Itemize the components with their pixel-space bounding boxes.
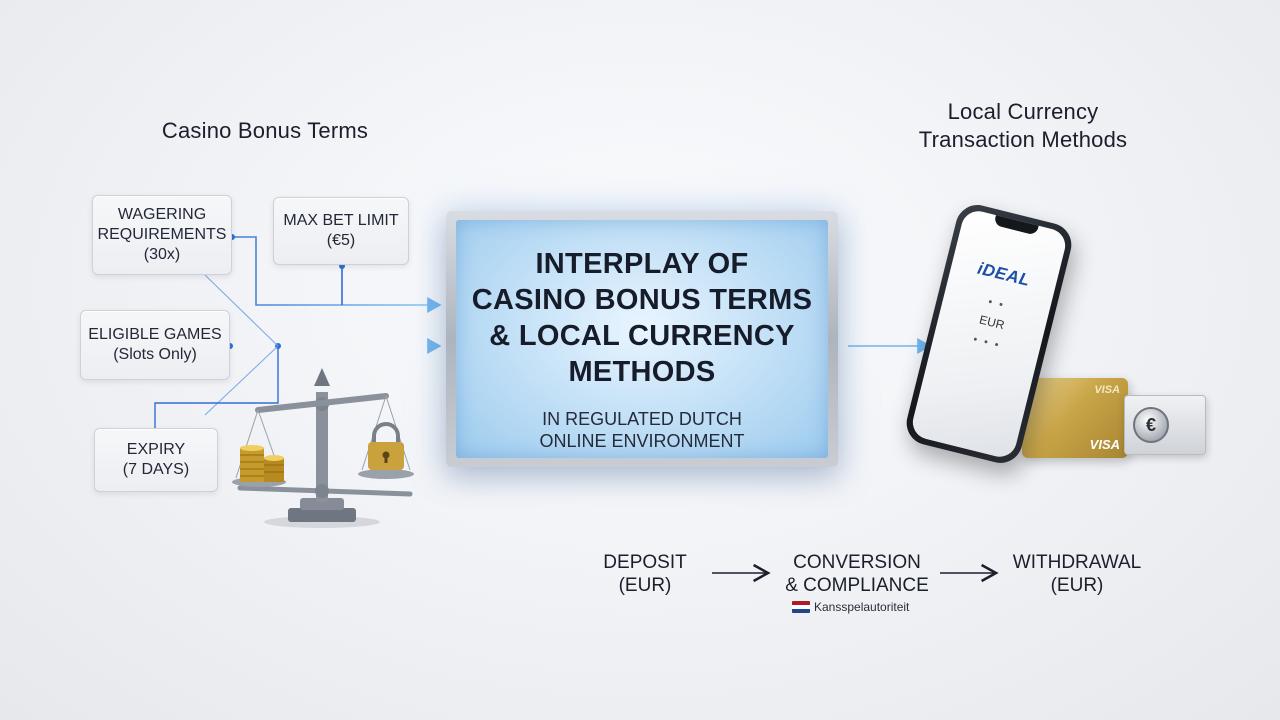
- eligible-games-box: ELIGIBLE GAMES (Slots Only): [80, 310, 230, 380]
- withdrawal-step: WITHDRAWAL (EUR): [1004, 551, 1150, 597]
- padlock-icon: [368, 422, 404, 470]
- phone-notch: [993, 215, 1039, 236]
- central-title-line2: CASINO BONUS TERMS: [471, 284, 813, 316]
- expiry-label: EXPIRY: [126, 441, 186, 458]
- deposit-step: DEPOSIT (EUR): [590, 551, 700, 597]
- central-title-line4: METHODS: [568, 356, 716, 388]
- expiry-connector: [154, 346, 279, 428]
- central-display: INTERPLAY OF CASINO BONUS TERMS & LOCAL …: [456, 220, 828, 458]
- smartphone-icon: iDEAL • • EUR • • •: [900, 200, 1090, 475]
- phone-dots-bottom: • • •: [971, 333, 1002, 352]
- max-bet-limit-box: MAX BET LIMIT (€5): [273, 197, 409, 265]
- ideal-logo: iDEAL: [975, 258, 1033, 291]
- phone-dots-top: • •: [986, 296, 1007, 312]
- transaction-methods-title: Local Currency Transaction Methods: [880, 98, 1166, 154]
- visa-card-brand-top: VISA: [1094, 384, 1120, 396]
- max-bet-label: MAX BET LIMIT: [283, 212, 399, 229]
- wagering-connector: [232, 236, 442, 313]
- regulator-name: Kansspelautoriteit: [814, 600, 910, 614]
- eligible-games-value: (Slots Only): [113, 346, 197, 363]
- max-bet-value: (€5): [326, 232, 356, 249]
- visa-card-icon: VISA VISA: [1022, 378, 1128, 458]
- conversion-label: CONVERSION: [793, 552, 921, 573]
- wagering-value: (30x): [143, 246, 181, 263]
- expiry-box: EXPIRY (7 DAYS): [94, 428, 218, 492]
- transaction-methods-title-line1: Local Currency: [947, 99, 1099, 124]
- central-subtitle-line1: IN REGULATED DUTCH: [542, 409, 742, 429]
- visa-card-brand-bottom: VISA: [1089, 437, 1120, 452]
- regulator-label: Kansspelautoriteit: [792, 600, 909, 614]
- transaction-methods-title-line2: Transaction Methods: [918, 127, 1128, 152]
- wagering-label: WAGERING: [117, 206, 207, 223]
- euro-symbol-icon: €: [1133, 407, 1169, 443]
- balance-scale-icon: [232, 368, 414, 528]
- central-title-line3: & LOCAL CURRENCY: [489, 320, 795, 352]
- withdrawal-label: WITHDRAWAL: [1012, 552, 1142, 573]
- expiry-value: (7 DAYS): [122, 461, 190, 478]
- eligible-games-label: ELIGIBLE GAMES: [88, 326, 222, 343]
- bonus-terms-title: Casino Bonus Terms: [161, 118, 369, 143]
- netherlands-flag-icon: [792, 601, 810, 613]
- central-title: INTERPLAY OF CASINO BONUS TERMS & LOCAL …: [472, 246, 813, 390]
- smartphone-body: iDEAL • • EUR • • •: [901, 200, 1077, 468]
- deposit-label: DEPOSIT: [603, 552, 687, 573]
- smartphone-screen: iDEAL • • EUR • • •: [909, 207, 1069, 461]
- coin-stack-icon: [240, 445, 284, 482]
- deposit-currency: (EUR): [618, 575, 672, 596]
- conversion-step: CONVERSION & COMPLIANCE: [776, 551, 938, 597]
- central-subtitle-line2: ONLINE ENVIRONMENT: [539, 431, 745, 451]
- compliance-label: & COMPLIANCE: [785, 575, 929, 596]
- wagering-requirements-box: WAGERING REQUIREMENTS (30x): [92, 195, 232, 275]
- central-subtitle: IN REGULATED DUTCH ONLINE ENVIRONMENT: [539, 408, 744, 452]
- withdrawal-currency: (EUR): [1050, 575, 1104, 596]
- wagering-label-2: REQUIREMENTS: [97, 226, 227, 243]
- central-title-line1: INTERPLAY OF: [535, 248, 749, 280]
- euro-banknote-icon: €: [1124, 395, 1206, 455]
- phone-currency: EUR: [977, 312, 1006, 333]
